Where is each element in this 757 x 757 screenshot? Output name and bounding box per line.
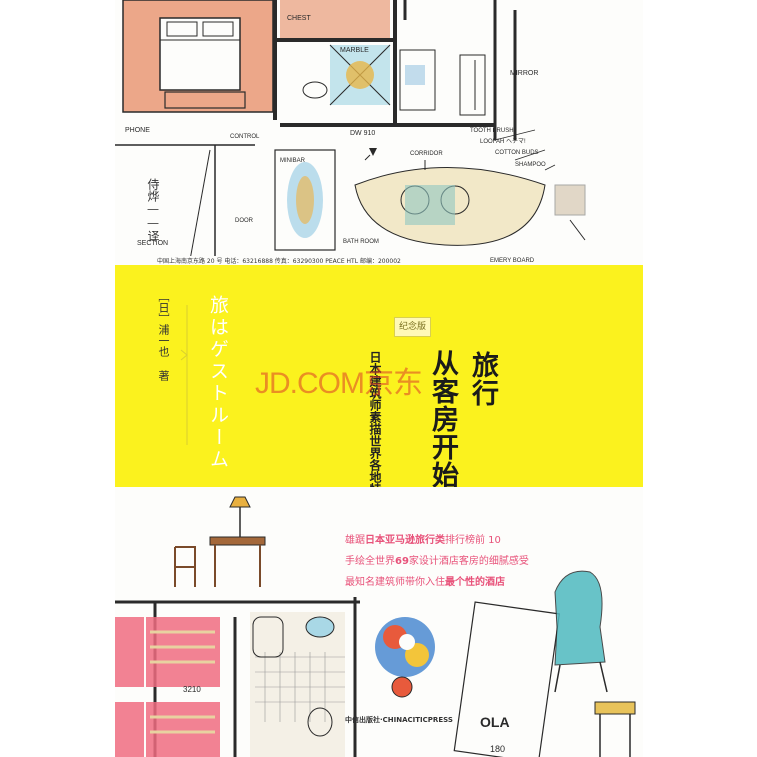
label-section: SECTION — [137, 240, 168, 247]
label-marble: MARBLE — [340, 47, 369, 54]
label-180: 180 — [490, 744, 505, 754]
blurb-line-2: 手绘全世界69家设计酒店客房的细腻感受 — [345, 551, 585, 572]
label-bathroom: BATH ROOM — [343, 239, 379, 245]
label-dimension: 3210 — [183, 685, 201, 694]
citic-logo-art — [375, 617, 435, 677]
label-loofah: LOOFAH ヘチマ! — [480, 138, 526, 145]
book-subtitle: 日本建筑师素描世界各地特色客房 — [368, 351, 382, 531]
svg-text:OLA: OLA — [480, 714, 510, 730]
label-corridor: CORRIDOR — [410, 151, 443, 157]
label-minibar: MINIBAR — [280, 158, 306, 164]
hotel-address-line: 中国上海南京东路 20 号 电话：63216888 传真：63290300 PE… — [157, 256, 401, 265]
book-title-line1: 旅行 — [467, 351, 498, 407]
label-dw: DW 910 — [350, 130, 375, 137]
label-phone: PHONE — [125, 127, 150, 134]
label-shampoo: SHAMPOO — [515, 162, 546, 168]
bottom-room-sketch: 3210 OLA 180 — [115, 487, 643, 757]
top-floorplan-sketch: CHEST MARBLE MIRROR PHONE CONTROL DW 910… — [115, 0, 643, 265]
blurb-3b: 最个性的酒店 — [445, 577, 505, 588]
blurb-2b: 69 — [395, 556, 409, 567]
label-cotton: COTTON BUDS — [495, 150, 539, 156]
watermark: JD.COM京东 — [255, 367, 423, 400]
blurb-1c: 排行榜前 10 — [445, 535, 501, 546]
publisher: 中信出版社·CHINACITICPRESS — [345, 716, 453, 724]
label-toothbrush: TOOTH BRUSH — [470, 128, 514, 134]
blurb-line-3: 最知名建筑师带你入住最个性的酒店 — [345, 572, 585, 593]
label-mirror: MIRROR — [510, 70, 538, 77]
book-cover: CHEST MARBLE MIRROR PHONE CONTROL DW 910… — [115, 0, 643, 757]
band-divider-line — [180, 305, 188, 445]
label-emery: EMERY BOARD — [490, 258, 535, 264]
edition-badge: 纪念版 — [394, 317, 432, 337]
japanese-title: 旅はゲストルーム — [207, 295, 229, 471]
author: ［日］浦一也 著 — [157, 291, 170, 381]
book-title-line2: 从客房开始 — [427, 349, 458, 489]
translator: 侍烨——译 — [146, 178, 160, 242]
blurb-2c: 家设计酒店客房的细腻感受 — [408, 556, 529, 567]
blurb-2a: 手绘全世界 — [345, 556, 395, 567]
label-chest: CHEST — [287, 15, 311, 22]
blurb-line-1: 雄踞日本亚马逊旅行类排行榜前 10 — [345, 530, 585, 551]
label-door: DOOR — [235, 218, 254, 224]
citic-logo-icon — [391, 676, 413, 698]
promo-blurb: 雄踞日本亚马逊旅行类排行榜前 10 手绘全世界69家设计酒店客房的细腻感受 最知… — [345, 530, 585, 593]
title-band: 纪念版 旅行 从客房开始 日本建筑师素描世界各地特色客房 旅はゲストルーム ［日… — [115, 265, 643, 531]
blurb-3a: 最知名建筑师带你入住 — [345, 577, 445, 588]
blurb-1a: 雄踞 — [345, 535, 365, 546]
label-control: CONTROL — [230, 134, 260, 140]
blurb-1b: 日本亚马逊旅行类 — [365, 535, 445, 546]
